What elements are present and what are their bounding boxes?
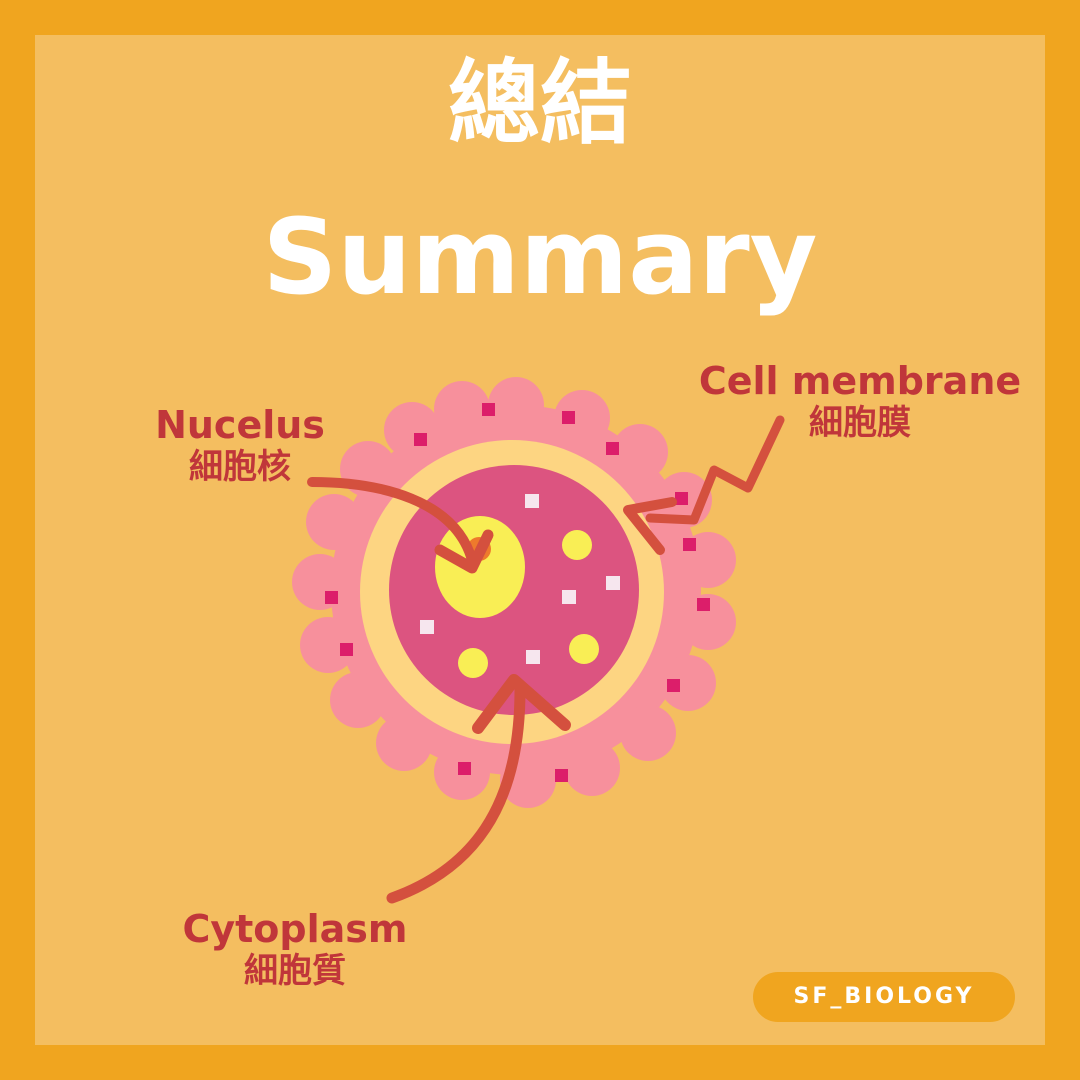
label-nucleus-chinese: 細胞核 [189,446,291,487]
organelles [458,530,599,678]
nucleus [435,516,525,618]
nucleus-arrow [307,477,494,574]
label-cell-membrane-chinese: 細胞膜 [809,402,911,443]
label-cytoplasm-chinese: 細胞質 [244,950,346,991]
title-english: Summary [262,196,818,318]
label-cell-membrane: Cell membrane 細胞膜 [690,359,1030,443]
cytoplasm-granules [420,494,620,664]
label-cytoplasm-english: Cytoplasm [182,907,408,951]
cytoplasm-arrow [386,674,571,904]
label-nucleus-english: Nucelus [155,403,325,447]
cell-membrane-arrow [623,415,785,555]
label-cytoplasm: Cytoplasm 細胞質 [170,907,420,991]
brand-badge: SF_BIOLOGY [753,972,1015,1022]
label-nucleus: Nucelus 細胞核 [145,403,335,487]
label-cell-membrane-english: Cell membrane [698,359,1022,403]
membrane-granules [325,403,710,782]
title-chinese: 總結 [447,50,632,157]
